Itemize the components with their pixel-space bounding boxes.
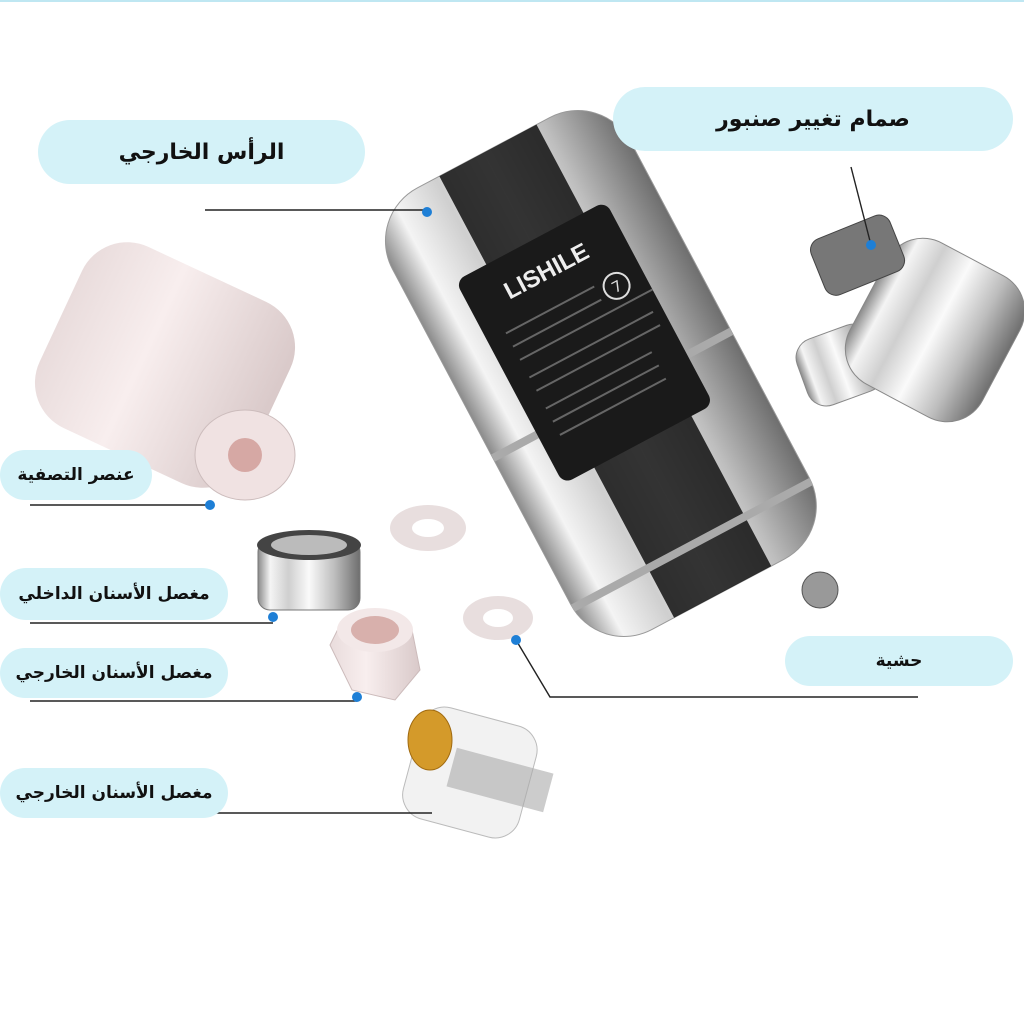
brand-label-plate — [458, 204, 710, 481]
label-filter-element: عنصر التصفية — [0, 450, 152, 500]
marker-dots — [205, 207, 876, 702]
label-outer-thread-adapter: مغصل الأسنان الخارجي — [0, 648, 228, 698]
hose-clamp-adapter — [402, 706, 554, 839]
label-outer-head: الرأس الخارجي — [38, 120, 365, 184]
leader-lines — [30, 166, 918, 814]
badge-circle — [602, 271, 631, 300]
filter-element — [34, 242, 296, 501]
label-tap-valve: صمام تغيير صنبور — [613, 87, 1013, 151]
outer-thread-adapter — [329, 608, 421, 701]
label-gasket: حشية — [785, 636, 1013, 686]
label-inner-thread-adapter: مغصل الأسنان الداخلي — [0, 568, 228, 620]
inner-thread-adapter — [257, 530, 361, 611]
label-outer-thread-adapter-2: مغصل الأسنان الخارجي — [0, 768, 228, 818]
filter-housing: LISHILE 7 — [384, 110, 817, 637]
gaskets — [390, 505, 533, 640]
top-border — [0, 0, 1024, 2]
tap-valve — [795, 214, 1024, 423]
